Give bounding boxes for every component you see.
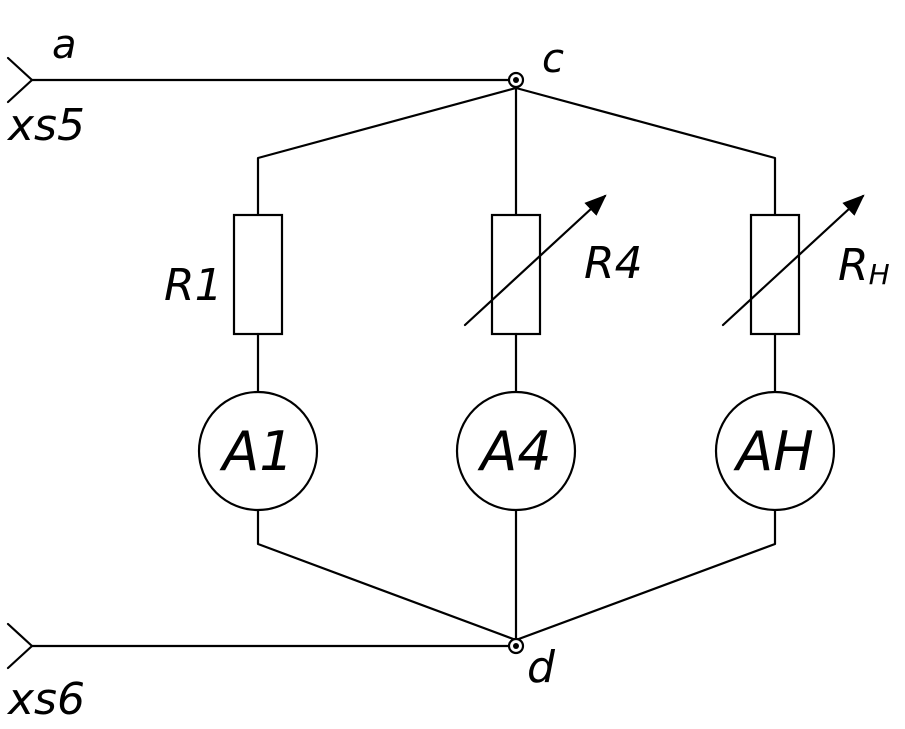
label-xs5: xs5: [6, 100, 85, 151]
branch-1: [197, 213, 319, 512]
terminal-xs6: [6, 622, 518, 670]
variable-arrow-rh: [721, 194, 865, 327]
label-a4: A4: [477, 420, 551, 483]
connector-chevron-top: [6, 56, 34, 104]
label-a1: A1: [219, 420, 293, 483]
label-rh-sub: H: [869, 258, 890, 291]
variable-arrow-r4: [463, 194, 607, 327]
label-a: a: [52, 22, 77, 68]
branch-2: [455, 194, 607, 512]
ammeter-a1: [197, 390, 319, 512]
label-c: c: [542, 36, 564, 82]
branch-3: [714, 194, 865, 512]
bottom-bus: [256, 508, 777, 642]
resistor-r4: [490, 213, 542, 336]
resistor-rh: [749, 213, 801, 336]
label-xs6: xs6: [6, 674, 85, 725]
ammeter-ah: [714, 390, 836, 512]
label-d: d: [527, 642, 556, 693]
label-ah: AH: [733, 420, 814, 483]
connector-chevron-bottom: [6, 622, 34, 670]
resistor-r1: [232, 213, 284, 336]
label-rh-main: R: [838, 240, 869, 291]
node-d: [507, 637, 525, 655]
label-rh: RH: [838, 240, 890, 291]
label-r4: R4: [584, 238, 643, 289]
label-r1: R1: [164, 260, 223, 311]
terminal-xs5: [6, 56, 518, 104]
node-c: [507, 71, 525, 89]
top-bus: [256, 86, 777, 217]
ammeter-a4: [455, 390, 577, 512]
